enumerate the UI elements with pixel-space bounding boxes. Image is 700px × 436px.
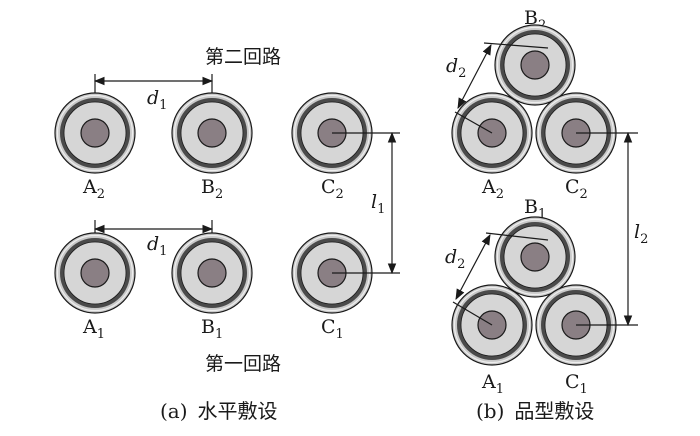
cable [54, 92, 136, 174]
spacing-d2-bottom-leader-upper [485, 232, 549, 241]
cable-band [56, 94, 134, 172]
spacing-d2-top-leader-upper [483, 42, 549, 49]
cable-label-a2: A2 [82, 176, 105, 202]
cable-conductor [197, 258, 227, 288]
cable-band [453, 286, 531, 364]
caption-a: (a)水平敷设 [160, 399, 278, 423]
cable [54, 232, 136, 314]
cable-label-a1-trefoil: A1 [481, 371, 504, 397]
cable-band [496, 218, 574, 296]
spacing-d2-top-label: d2 [446, 55, 466, 81]
circuit-gap-l2-label: l2 [634, 221, 648, 247]
cable-conductor [197, 118, 227, 148]
cable-conductor [520, 50, 550, 80]
circuit-two-heading: 第二回路 [205, 46, 281, 68]
cable-band [453, 94, 531, 172]
cable-conductor [520, 242, 550, 272]
cable-label-b2: B2 [201, 176, 223, 202]
cable [494, 216, 576, 298]
cable [494, 24, 576, 106]
horizontal-layout-panel: 第二回路 d1 A2 B2 C2 d1 A1 [54, 46, 400, 423]
circuit-one-heading: 第一回路 [205, 353, 281, 375]
cable-conductor [80, 118, 110, 148]
cable-label-c1: C1 [321, 316, 344, 342]
cable-label-a2-trefoil: A2 [481, 176, 504, 202]
cable-conductor [80, 258, 110, 288]
spacing-d2-top-arrow [457, 44, 492, 109]
spacing-d2-bottom-leader-lower [452, 301, 493, 326]
spacing-d2-bottom-arrow [455, 234, 491, 300]
spacing-top-label: d1 [147, 87, 167, 113]
caption-b: (b)品型敷设 [476, 399, 594, 423]
circuit-gap-label: l1 [371, 191, 385, 217]
cable-label-c2: C2 [321, 176, 344, 202]
trefoil-layout-panel: B2 d2 A2 C2 B1 d2 A1 [445, 7, 648, 423]
cable-label-c2-trefoil: C2 [565, 176, 588, 202]
cable-label-c1-trefoil: C1 [565, 371, 588, 397]
cable-band [173, 94, 251, 172]
cable-band [496, 26, 574, 104]
cable [171, 232, 253, 314]
spacing-d2-top-leader-lower [454, 111, 493, 134]
cable-label-b1-trefoil: B1 [524, 196, 546, 222]
cable-label-b1: B1 [201, 316, 223, 342]
spacing-d2-bottom-label: d2 [445, 246, 465, 272]
cable [171, 92, 253, 174]
spacing-bottom-label: d1 [147, 233, 167, 259]
cable-band [173, 234, 251, 312]
cable-band [56, 234, 134, 312]
cable-label-a1: A1 [82, 316, 105, 342]
